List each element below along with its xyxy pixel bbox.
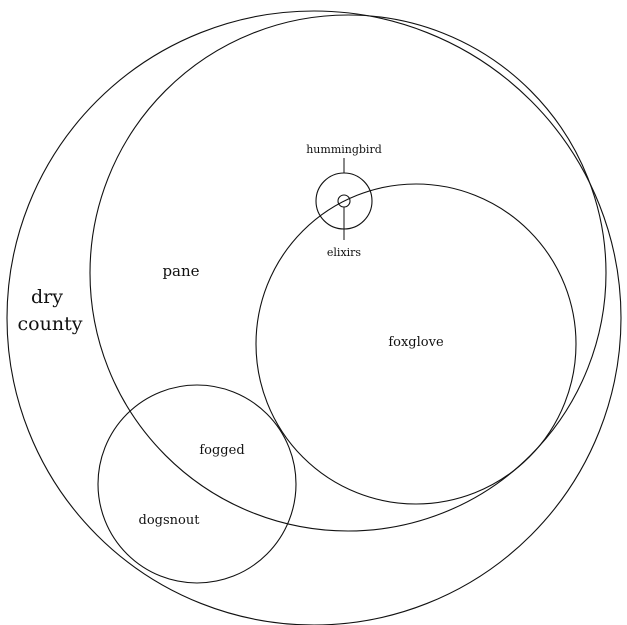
pane-label: pane	[162, 262, 199, 280]
dogsnout-label: dogsnout	[139, 513, 201, 528]
elixirs-label: elixirs	[327, 246, 362, 259]
dry-county-circle	[6, 10, 622, 625]
foxglove-label: foxglove	[388, 335, 444, 350]
pane-circle	[89, 14, 607, 532]
dry-county-label-line-1: dry	[31, 286, 63, 308]
hummingbird-label: hummingbird	[306, 143, 382, 156]
fogged-circle	[97, 384, 297, 584]
dry-county-label-line-2: county	[18, 313, 83, 335]
fogged-label: fogged	[199, 443, 244, 458]
foxglove-circle	[255, 183, 577, 505]
dry-county-label: dry county	[18, 286, 83, 335]
